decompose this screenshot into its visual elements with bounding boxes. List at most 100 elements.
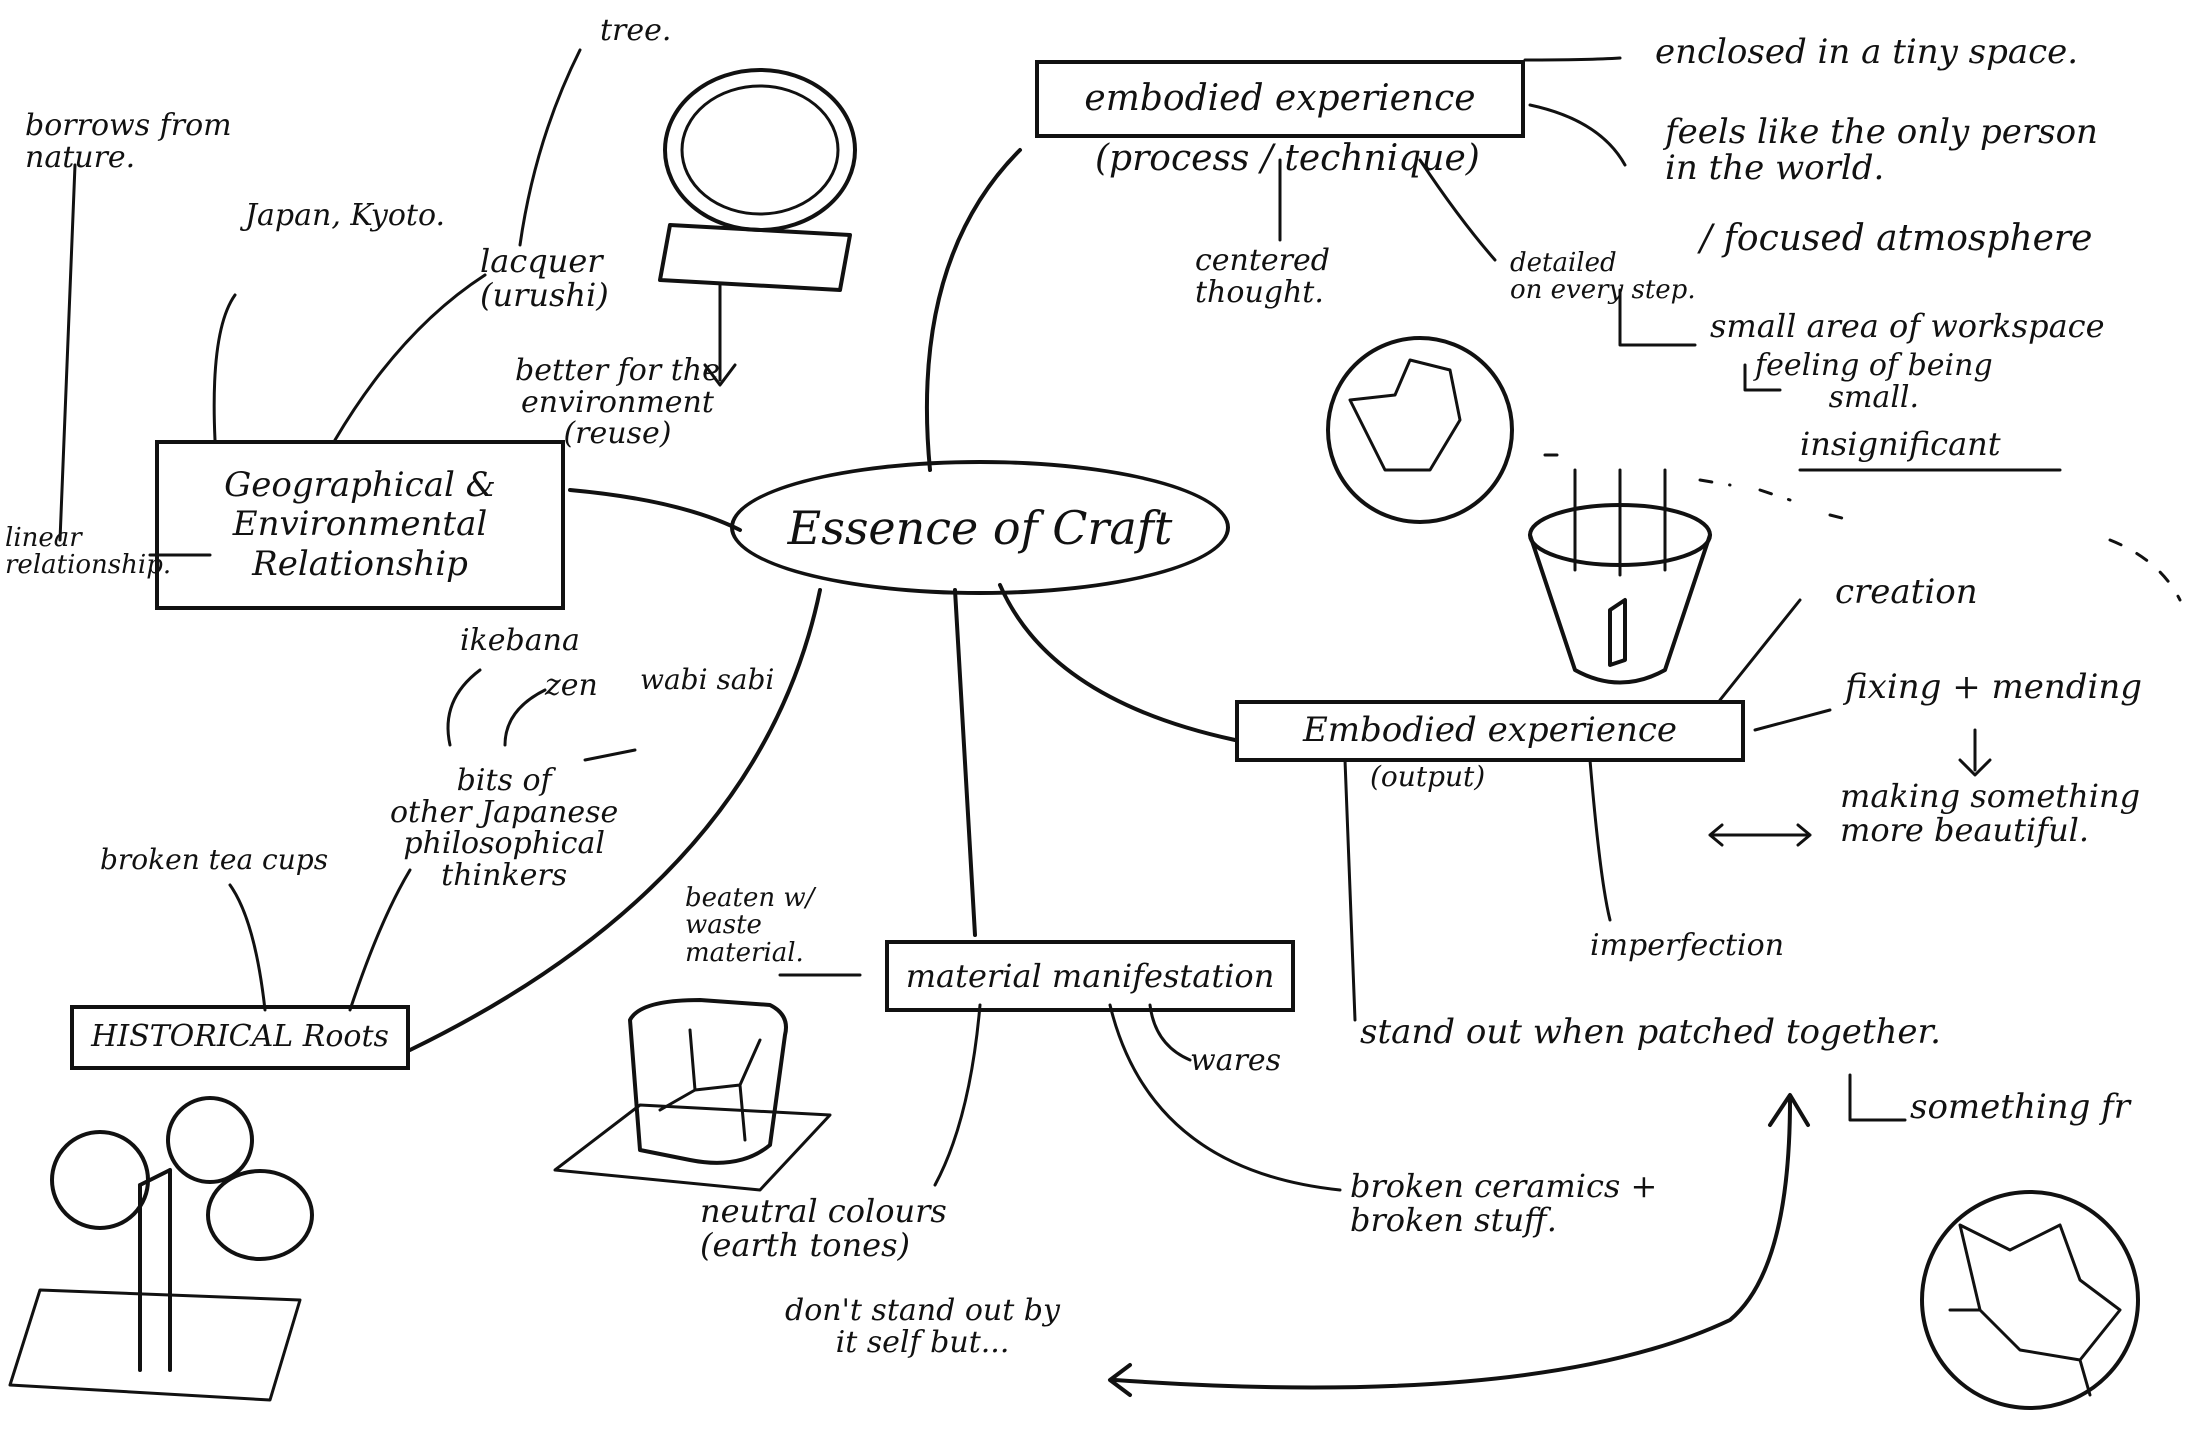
sketch-bowl-top xyxy=(1326,336,1514,524)
sketch-bowl-base xyxy=(658,223,852,292)
output-box: Embodied experience xyxy=(1235,700,1745,762)
sketch-small-cup-arrows xyxy=(1573,468,1667,577)
hist-cups: broken tea cups xyxy=(100,843,329,876)
proc-small-area: small area of workspace xyxy=(1710,307,2105,345)
connector-center-output xyxy=(998,583,1237,742)
connector-out-imperfection xyxy=(1588,758,1612,922)
mat-wares: wares xyxy=(1190,1043,1282,1078)
sketch-bowl-outer xyxy=(663,68,857,232)
mat-neutral: neutral colours (earth tones) xyxy=(700,1192,947,1264)
connector-mat-neutral xyxy=(933,1003,982,1187)
sketch-small-cup-body xyxy=(1528,533,1712,685)
connector-geo-japan xyxy=(212,293,237,442)
geo-borrows: borrows from nature. xyxy=(25,108,232,175)
center-label: Essence of Craft xyxy=(787,500,1173,555)
output-title: Embodied experience xyxy=(1302,710,1678,751)
material-box: material manifestation xyxy=(885,940,1295,1012)
geo-japan: Japan, Kyoto. xyxy=(245,198,446,233)
geo-box: Geographical & Environmental Relationshi… xyxy=(155,440,565,610)
connector-center-material xyxy=(953,588,977,937)
connector-bits-ikebana xyxy=(446,668,482,747)
output-sub: (output) xyxy=(1370,760,1486,793)
connector-geo-lacquer xyxy=(333,273,487,442)
process-box: embodied experience xyxy=(1035,60,1525,138)
geo-box-line3: Relationship xyxy=(252,543,468,584)
connector-out-creation xyxy=(1718,598,1802,702)
mat-ceramics: broken ceramics + broken stuff. xyxy=(1350,1167,1658,1239)
mat-beaten: beaten w/ waste material. xyxy=(685,883,815,968)
out-imperfection: imperfection xyxy=(1590,928,1785,963)
arrow-return-head-left xyxy=(1108,1363,1132,1397)
historical-box-label: HISTORICAL Roots xyxy=(91,1019,389,1055)
sketch-bowl-inner xyxy=(680,84,840,216)
center-node: Essence of Craft xyxy=(730,460,1230,595)
mat-dont: don't stand out by it self but... xyxy=(785,1293,1060,1360)
connector-mat-wares xyxy=(1148,1003,1192,1062)
proc-focused: / focused atmosphere xyxy=(1700,218,2093,259)
arrow-fixing-making xyxy=(1958,728,1992,777)
connector-proc-enclosed xyxy=(1523,56,1622,62)
sketch-tree-leaf-3 xyxy=(206,1169,314,1261)
hist-wabi: wabi sabi xyxy=(640,663,775,696)
sketch-cup-cracks xyxy=(658,1028,762,1142)
hist-ikebana: ikebana xyxy=(460,623,580,658)
geo-box-line1: Geographical & xyxy=(224,465,496,506)
sketch-dashed-rays xyxy=(1543,453,2182,602)
out-something: something fr xyxy=(1910,1087,2131,1127)
sketch-bowl-top-cracks xyxy=(1348,358,1462,472)
connector-center-historical xyxy=(408,588,822,1052)
connector-center-process xyxy=(924,148,1022,472)
sketch-patched-sphere-cracks xyxy=(1948,1223,2122,1397)
proc-enclosed: enclosed in a tiny space. xyxy=(1655,32,2079,72)
sketch-tree-ground xyxy=(8,1288,302,1402)
out-making: making something more beautiful. xyxy=(1840,777,2141,849)
connector-proc-detailed xyxy=(1418,158,1497,262)
connector-mat-ceramics xyxy=(1108,1003,1342,1192)
out-fixing: fixing + mending xyxy=(1845,667,2143,707)
connector-something xyxy=(1848,1073,1907,1122)
connector-out-standout xyxy=(1343,758,1357,1022)
out-creation: creation xyxy=(1835,572,1978,612)
hist-bits: bits of other Japanese philosophical thi… xyxy=(390,763,619,893)
geo-lacquer: lacquer (urushi) xyxy=(480,242,609,314)
connector-hist-cups xyxy=(228,883,267,1012)
connector-lacquer-tree xyxy=(518,48,582,247)
connector-proc-feeling xyxy=(1743,363,1782,392)
hist-zen: zen xyxy=(545,668,598,703)
connector-borrows xyxy=(58,163,77,542)
connector-proc-small xyxy=(1618,288,1697,347)
connector-hist-bits xyxy=(348,868,412,1012)
arrow-head-better xyxy=(703,363,737,387)
proc-feeling: feeling of being small. xyxy=(1755,348,1993,415)
historical-box: HISTORICAL Roots xyxy=(70,1005,410,1070)
proc-insignificant: insignificant xyxy=(1800,425,2001,463)
proc-centered: centered thought. xyxy=(1195,243,1330,310)
connector-proc-feels xyxy=(1528,103,1627,167)
geo-box-line2: Environmental xyxy=(232,504,488,545)
connector-bits-zen xyxy=(503,688,547,747)
sketch-tree-leaf-2 xyxy=(166,1096,254,1184)
connector-out-fixing xyxy=(1753,708,1832,732)
geo-better: better for the environment (reuse) xyxy=(515,353,720,451)
arrow-return xyxy=(1113,1098,1792,1390)
material-title: material manifestation xyxy=(905,956,1275,995)
out-standout: stand out when patched together. xyxy=(1360,1012,1941,1052)
sketch-tree-leaf-1 xyxy=(50,1130,150,1230)
sketch-small-figure xyxy=(1608,598,1627,667)
arrow-return-head-top xyxy=(1768,1093,1810,1127)
sketch-patched-sphere xyxy=(1920,1190,2140,1410)
process-title: embodied experience xyxy=(1084,78,1476,120)
process-sub: (process / technique) xyxy=(1095,138,1480,179)
connector-center-geo xyxy=(568,488,742,532)
arrow-double xyxy=(1708,823,1812,847)
connector-bits-wabi xyxy=(583,748,637,762)
proc-feels: feels like the only person in the world. xyxy=(1665,112,2098,188)
proc-detailed: detailed on every step. xyxy=(1510,248,1696,306)
sketch-cup xyxy=(628,998,788,1165)
sketch-cup-saucer xyxy=(553,1103,832,1192)
geo-tree: tree. xyxy=(600,13,672,48)
sketch-tree-trunk xyxy=(138,1168,172,1372)
geo-linear: linear relationship. xyxy=(5,523,172,581)
